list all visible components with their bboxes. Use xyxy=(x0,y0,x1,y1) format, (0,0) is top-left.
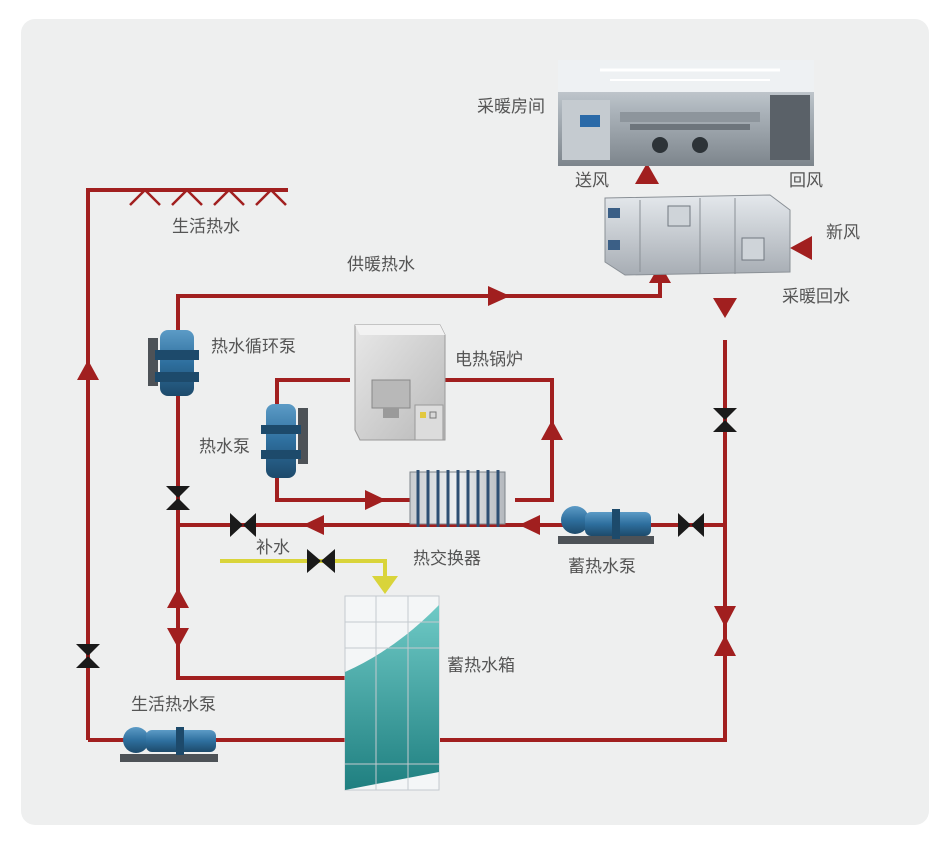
label-heating-supply-water: 供暖热水 xyxy=(347,255,415,275)
valve-heating-return[interactable] xyxy=(713,408,737,432)
arrow-up-supply-air xyxy=(635,163,659,184)
valve-storage-pump[interactable] xyxy=(678,513,704,537)
domestic-hot-water-pipe xyxy=(86,188,288,740)
label-heating-return-water: 采暖回水 xyxy=(782,287,850,307)
arrow-up-return-2 xyxy=(714,635,736,656)
arrow-left-bus-2 xyxy=(519,515,540,535)
heat-exchanger-image xyxy=(409,470,506,527)
label-electric-boiler: 电热锅炉 xyxy=(455,350,523,370)
domestic-hot-water-outlets xyxy=(129,188,287,206)
heating-room-image xyxy=(558,60,814,166)
label-storage-water-tank: 蓄热水箱 xyxy=(447,656,515,676)
hot-water-pump-image xyxy=(261,404,308,478)
label-fresh-air: 新风 xyxy=(826,223,860,243)
arrow-up-left-branch xyxy=(167,588,189,608)
label-hot-water-circulation-pump: 热水循环泵 xyxy=(211,337,296,357)
valves xyxy=(76,408,737,668)
heating-return-pipe xyxy=(440,340,727,742)
label-heat-exchanger: 热交换器 xyxy=(413,549,481,569)
label-hot-water-pump: 热水泵 xyxy=(199,437,250,457)
arrow-right-supply xyxy=(488,286,510,306)
label-domestic-hot-water-pump: 生活热水泵 xyxy=(131,695,216,715)
heating-supply-pipe xyxy=(176,268,662,330)
arrow-down-heating-return xyxy=(713,298,737,318)
arrow-left-fresh-air xyxy=(790,236,812,260)
domestic-hot-water-pump-image xyxy=(120,727,218,762)
storage-water-pump-image xyxy=(558,506,654,544)
label-heating-room: 采暖房间 xyxy=(477,97,545,117)
arrow-up-left-main xyxy=(77,360,99,380)
arrow-up-boiler-loop xyxy=(541,420,563,440)
air-handling-unit xyxy=(604,194,791,276)
makeup-water-arrow xyxy=(372,576,398,594)
valve-domestic-main[interactable] xyxy=(76,644,100,668)
valve-makeup[interactable] xyxy=(307,549,335,573)
valve-bus-left[interactable] xyxy=(230,513,256,537)
diagram-labels: 采暖房间 送风 回风 新风 生活热水 供暖热水 采暖回水 热水循环泵 电热锅炉 … xyxy=(131,97,860,715)
electric-boiler-image xyxy=(354,324,446,441)
arrow-left-bus-1 xyxy=(303,515,324,535)
arrow-down-left-branch xyxy=(167,628,189,648)
arrow-right-boiler-loop xyxy=(365,490,386,510)
label-return-air: 回风 xyxy=(789,171,823,191)
storage-water-tank-image xyxy=(344,595,440,791)
label-domestic-hot-water: 生活热水 xyxy=(172,217,240,237)
valve-left-main[interactable] xyxy=(166,486,190,510)
left-main-pipe xyxy=(176,330,345,680)
hot-water-circulation-pump-image xyxy=(148,330,199,396)
label-storage-water-pump: 蓄热水泵 xyxy=(568,557,636,577)
makeup-water-pipe xyxy=(220,559,387,578)
label-makeup-water: 补水 xyxy=(256,538,290,558)
label-supply-air: 送风 xyxy=(575,171,609,191)
arrow-down-return-1 xyxy=(714,606,736,627)
